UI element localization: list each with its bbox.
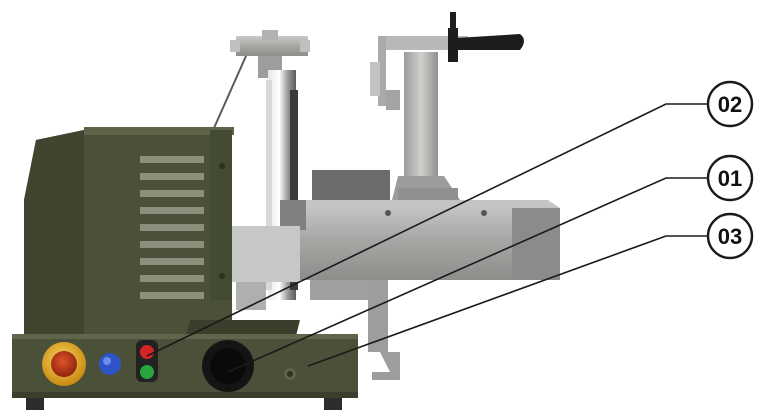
machine-body <box>24 127 234 352</box>
callout-01-circle <box>706 154 754 202</box>
callout-02-leader <box>146 103 708 357</box>
slide-rail <box>232 200 400 380</box>
callout-01: 01 <box>706 154 754 202</box>
callout-leader-lines <box>146 103 708 373</box>
callout-02-label: 02 <box>718 92 742 117</box>
emergency-stop-button[interactable] <box>42 342 86 386</box>
thickness-knob[interactable] <box>202 340 254 392</box>
callout-02: 02 <box>706 80 754 128</box>
callout-03-leader <box>307 235 708 367</box>
feet <box>26 398 342 410</box>
callout-01-leader <box>227 177 708 373</box>
callout-02-circle <box>706 80 754 128</box>
ventilation-slots <box>140 156 204 299</box>
carriage <box>296 170 560 280</box>
callout-01-label: 01 <box>718 166 742 191</box>
product-tray-arm <box>370 36 468 110</box>
base-screw <box>284 368 296 380</box>
pusher-handle <box>448 12 524 62</box>
carriage-column <box>392 52 460 206</box>
callout-03-label: 03 <box>718 224 742 249</box>
indicator-lights <box>136 340 158 382</box>
blue-button[interactable] <box>99 353 121 375</box>
callout-03-circle <box>706 212 754 260</box>
callout-03: 03 <box>706 212 754 260</box>
